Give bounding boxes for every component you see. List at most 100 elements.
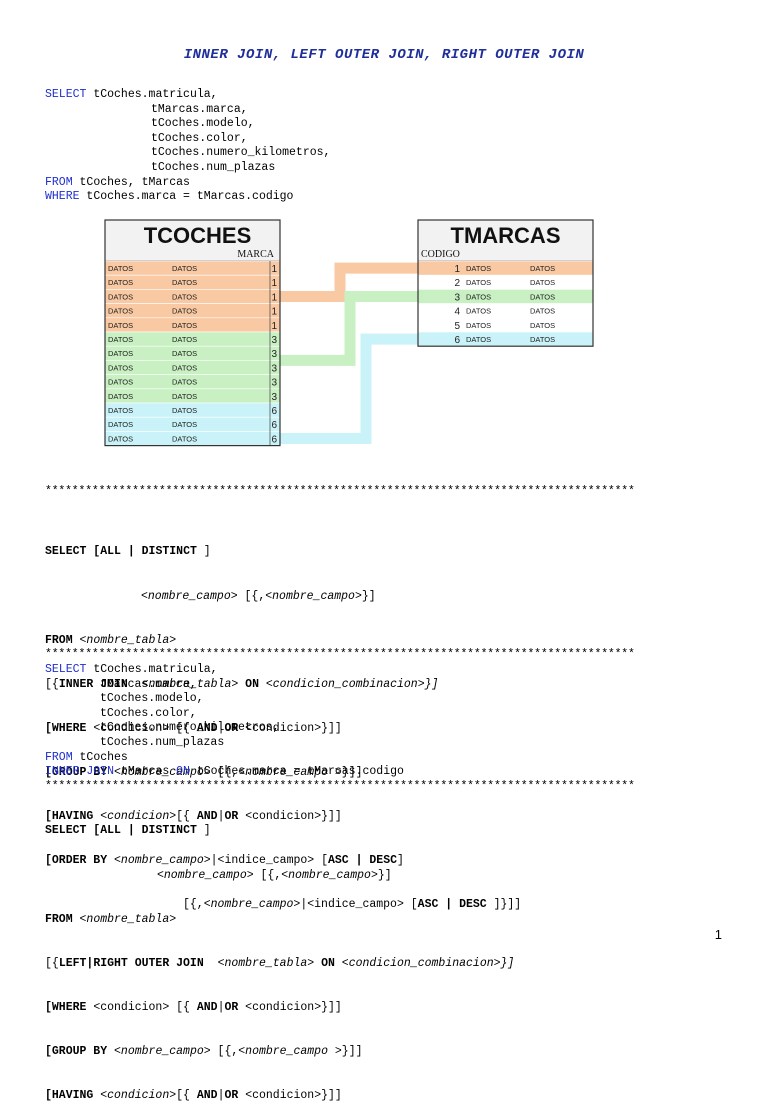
syntax-text: [73, 634, 80, 647]
syntax-text: <nombre_tabla>: [79, 633, 177, 647]
marca-value: 1: [271, 307, 277, 318]
cell-text: DATOS: [172, 264, 197, 273]
column-header: CODIGO: [421, 249, 460, 260]
syntax-text: |<indice_campo> [: [300, 898, 418, 912]
syntax-text: DISTINCT: [141, 545, 197, 559]
syntax-text: AND: [196, 1000, 218, 1014]
marca-value: 6: [271, 434, 277, 445]
cell-text: DATOS: [172, 307, 197, 316]
from-tables: tCoches, tMarcas: [79, 175, 190, 189]
syntax-text: [GROUP BY: [45, 1044, 108, 1058]
cell-text: DATOS: [172, 321, 197, 330]
syntax-text: }]: [377, 868, 392, 882]
cell-text: DATOS: [530, 335, 555, 344]
marca-value: 6: [271, 420, 277, 431]
cell-text: DATOS: [172, 292, 197, 301]
cell-text: DATOS: [108, 292, 133, 301]
select-field: tCoches.num_plazas: [100, 735, 225, 749]
cell-text: DATOS: [530, 264, 555, 273]
syntax-text: <nombre_tabla>: [141, 677, 239, 691]
connector-line: [280, 333, 418, 444]
cell-text: DATOS: [108, 278, 133, 287]
on-condition: tCoches.marca = tMarcas.codigo: [196, 765, 404, 779]
syntax-line: [{INNER JOIN <nombre_tabla> ON <condicio…: [45, 678, 521, 693]
syntax-text: <nombre_campo >: [238, 765, 342, 779]
cell-text: DATOS: [172, 378, 197, 387]
where-keyword: WHERE: [45, 190, 80, 204]
syntax-text: <condicion> [{: [86, 721, 197, 735]
syntax-line: [WHERE <condicion> [{ AND|OR <condicion>…: [45, 722, 521, 737]
cell-text: DATOS: [108, 363, 133, 372]
codigo-value: 5: [454, 321, 460, 332]
from-keyword: FROM: [45, 175, 73, 189]
syntax-text: <nombre_campo>: [114, 854, 211, 868]
separator-line: ****************************************…: [45, 780, 635, 793]
codigo-value: 4: [454, 307, 460, 318]
syntax-text: [{,: [210, 1044, 239, 1058]
cell-text: DATOS: [108, 321, 133, 330]
syntax-text: |: [120, 824, 142, 838]
syntax-text: <nombre_campo>: [265, 589, 362, 603]
syntax-text: [ORDER BY: [45, 854, 108, 868]
table-border: [104, 219, 281, 447]
syntax-text: |: [217, 809, 225, 823]
syntax-line: [WHERE <condicion> [{ AND|OR <condicion>…: [45, 1001, 514, 1016]
cell-text: DATOS: [466, 292, 491, 301]
syntax-text: <condicion>: [100, 1088, 177, 1102]
syntax-text: <condicion>}]]: [238, 1000, 342, 1014]
syntax-line: <nombre_campo> [{,<nombre_campo>}]: [45, 869, 514, 884]
syntax-line: [HAVING <condicion>[{ AND|OR <condicion>…: [45, 1089, 514, 1104]
syntax-text: ]: [196, 824, 211, 838]
syntax-text: <condicion>: [100, 809, 177, 823]
syntax-text: [{: [176, 1088, 197, 1102]
cell-text: DATOS: [530, 292, 555, 301]
join-table: tMarcas: [120, 765, 170, 779]
syntax-text: ON: [238, 677, 266, 691]
cell-text: DATOS: [530, 321, 555, 330]
syntax-text: LEFT|RIGHT OUTER JOIN: [58, 956, 204, 970]
cell-text: DATOS: [108, 264, 133, 273]
syntax-text: ]: [196, 545, 211, 559]
syntax-line: [HAVING <condicion>[{ AND|OR <condicion>…: [45, 810, 521, 825]
cell-text: DATOS: [172, 406, 197, 415]
syntax-text: }]]: [341, 765, 363, 779]
syntax-text: <nombre_campo>: [157, 868, 254, 882]
syntax-text: |: [120, 545, 142, 559]
select-field: tMarcas.marca,: [151, 102, 248, 116]
syntax-line: [{LEFT|RIGHT OUTER JOIN <nombre_tabla> O…: [45, 957, 514, 972]
select-field: tCoches.modelo,: [151, 117, 255, 131]
cell-text: DATOS: [466, 278, 491, 287]
syntax-text: SELECT [: [45, 545, 101, 559]
cell-text: DATOS: [466, 321, 491, 330]
syntax-line: FROM <nombre_tabla>: [45, 634, 521, 649]
cell-text: DATOS: [172, 363, 197, 372]
marca-value: 3: [271, 335, 277, 346]
syntax-text: FROM: [45, 912, 73, 926]
syntax-text: [{,: [210, 765, 239, 779]
from-keyword: FROM: [45, 750, 73, 764]
syntax-text: <condicion_combinacion>}]: [341, 956, 515, 970]
syntax-text: ALL: [100, 545, 121, 559]
document-title: INNER JOIN, LEFT OUTER JOIN, RIGHT OUTER…: [183, 47, 585, 63]
select-field: tCoches.numero_kilometros,: [151, 146, 331, 160]
select-field: tCoches.matricula,: [93, 663, 218, 676]
marca-value: 1: [271, 321, 277, 332]
connector-line: [280, 291, 418, 366]
syntax-text: }]: [361, 589, 376, 603]
syntax-text: OR: [224, 1000, 239, 1014]
syntax-text: AND: [196, 1088, 218, 1102]
cell-text: DATOS: [466, 264, 491, 273]
syntax-line: [GROUP BY <nombre_campo> [{,<nombre_camp…: [45, 766, 521, 781]
select-field: tCoches.numero_kilometros,: [100, 721, 280, 735]
syntax-text: <condicion>}]]: [238, 1088, 342, 1102]
marca-value: 3: [271, 363, 277, 374]
connector-lines: [280, 262, 418, 444]
syntax-text: [GROUP BY: [45, 765, 108, 779]
syntax-line: SELECT [ALL | DISTINCT ]: [45, 545, 521, 560]
syntax-text: [HAVING: [45, 809, 94, 823]
syntax-text: |: [217, 1088, 225, 1102]
syntax-text: SELECT [: [45, 824, 101, 838]
